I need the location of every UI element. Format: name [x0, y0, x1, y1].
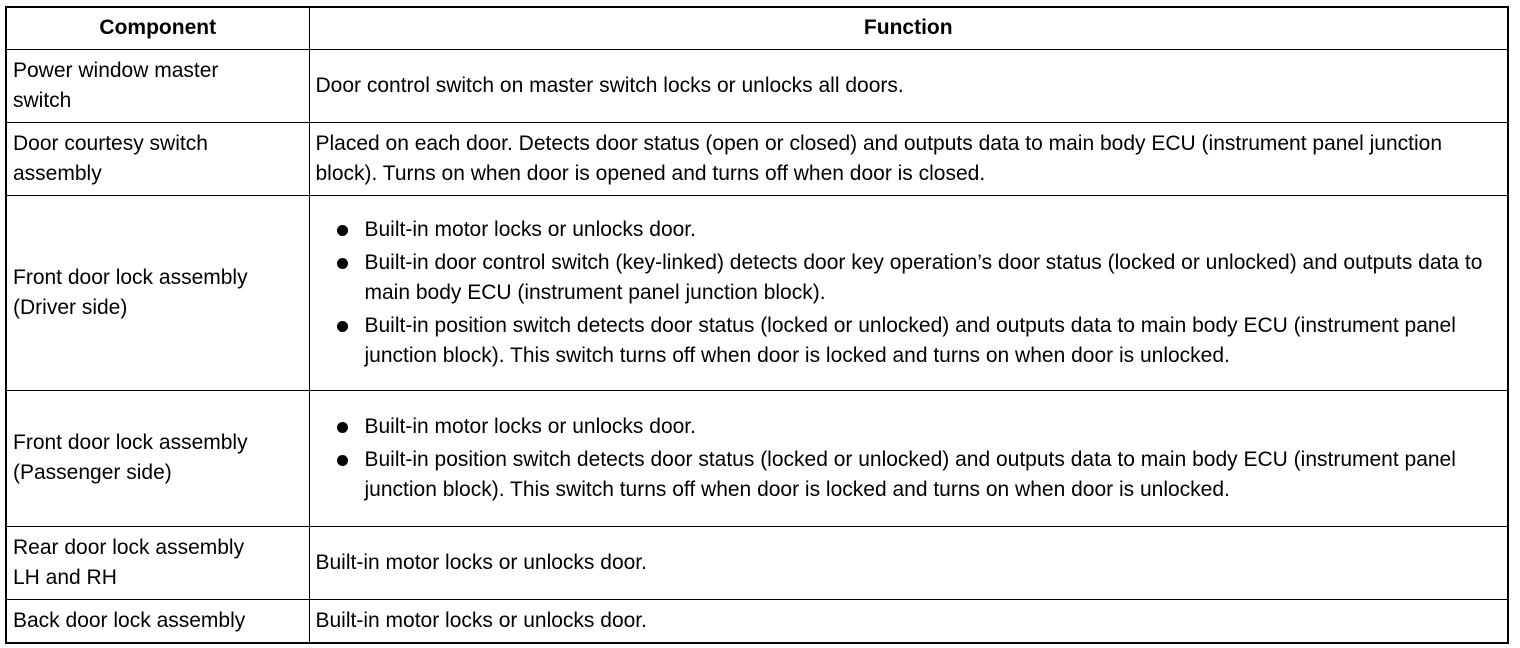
function-cell: Placed on each door. Detects door status… — [308, 121, 1509, 196]
table-row: Back door lock assembly Built-in motor l… — [5, 598, 1509, 644]
component-cell: Front door lock assembly (Driver side) — [5, 194, 310, 391]
component-cell: Power window master switch — [5, 48, 310, 123]
bullet-icon — [336, 224, 348, 236]
bullet-icon — [336, 320, 348, 332]
function-cell: Built-in motor locks or unlocks door. Bu… — [308, 194, 1509, 391]
bullet-text: Built-in motor locks or unlocks door. — [364, 217, 696, 241]
column-header-component: Component — [5, 6, 310, 50]
column-header-function: Function — [308, 6, 1509, 50]
list-item: Built-in door control switch (key-linked… — [331, 248, 1502, 308]
bullet-text: Built-in position switch detects door st… — [364, 447, 1456, 501]
component-cell: Rear door lock assembly LH and RH — [5, 525, 310, 600]
table-row: Door courtesy switch assembly Placed on … — [5, 121, 1509, 196]
bullet-text: Built-in door control switch (key-linked… — [364, 250, 1483, 304]
table-header-row: Component Function — [5, 6, 1509, 50]
function-cell: Door control switch on master switch loc… — [308, 48, 1509, 123]
function-cell: Built-in motor locks or unlocks door. Bu… — [308, 389, 1509, 527]
list-item: Built-in position switch detects door st… — [331, 445, 1502, 505]
bullet-icon — [336, 421, 348, 433]
table-row: Rear door lock assembly LH and RH Built-… — [5, 525, 1509, 600]
table-row: Power window master switch Door control … — [5, 48, 1509, 123]
table-row: Front door lock assembly (Driver side) B… — [5, 194, 1509, 391]
bullet-icon — [336, 454, 348, 466]
component-cell: Front door lock assembly (Passenger side… — [5, 389, 310, 527]
bullet-text: Built-in position switch detects door st… — [364, 313, 1456, 367]
list-item: Built-in motor locks or unlocks door. — [331, 412, 1502, 442]
list-item: Built-in motor locks or unlocks door. — [331, 215, 1502, 245]
list-item: Built-in position switch detects door st… — [331, 311, 1502, 371]
component-function-table: Component Function Power window master s… — [5, 6, 1509, 644]
component-cell: Door courtesy switch assembly — [5, 121, 310, 196]
table-row: Front door lock assembly (Passenger side… — [5, 389, 1509, 527]
function-cell: Built-in motor locks or unlocks door. — [308, 598, 1509, 644]
function-bullet-list: Built-in motor locks or unlocks door. Bu… — [316, 412, 1502, 505]
component-cell: Back door lock assembly — [5, 598, 310, 644]
function-cell: Built-in motor locks or unlocks door. — [308, 525, 1509, 600]
bullet-text: Built-in motor locks or unlocks door. — [364, 414, 696, 438]
function-bullet-list: Built-in motor locks or unlocks door. Bu… — [316, 215, 1502, 371]
bullet-icon — [336, 257, 348, 269]
